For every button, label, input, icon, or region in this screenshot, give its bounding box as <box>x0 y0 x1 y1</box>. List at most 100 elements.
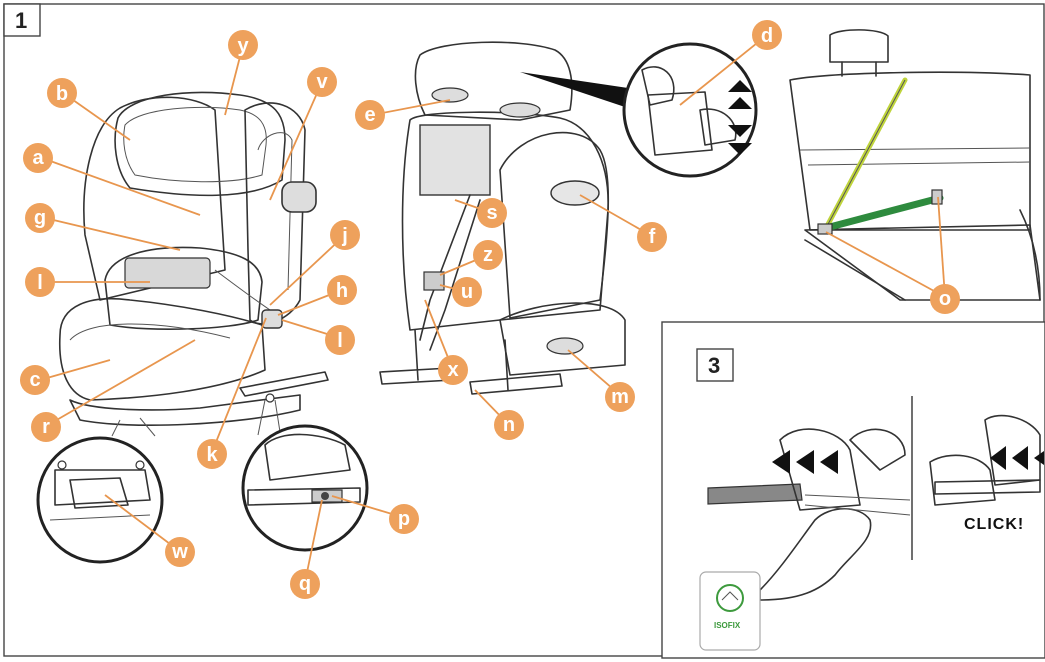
zoom-pointer <box>520 72 628 108</box>
impact-shield <box>104 246 263 330</box>
svg-text:u: u <box>461 281 473 303</box>
svg-text:y: y <box>237 35 249 57</box>
click-label: CLICK! <box>964 516 1024 533</box>
side-buckle <box>423 271 445 291</box>
push-arrow-r3 <box>1034 451 1044 465</box>
side-wing <box>244 102 306 325</box>
callout-g: g <box>25 203 55 233</box>
vehicle-backrest <box>789 71 1031 231</box>
leader-lines <box>39 34 946 583</box>
push-arrow-3 <box>820 450 838 474</box>
panel-3: 3 ISOFIX CLICK! <box>661 321 1045 659</box>
hand <box>759 508 872 601</box>
svg-text:q: q <box>299 573 311 595</box>
backrest-outline <box>83 96 226 301</box>
svg-text:r: r <box>42 416 50 438</box>
callout-b: b <box>47 78 77 108</box>
push-arrow-1 <box>772 450 790 474</box>
arrow-up-2 <box>728 97 752 109</box>
side-headrest <box>414 41 573 121</box>
side-belt-guide-top <box>431 87 469 103</box>
car-seat-front-view <box>58 91 329 426</box>
svg-text:s: s <box>486 202 497 224</box>
side-backrest-wing <box>499 131 610 319</box>
seat-cushion <box>58 297 266 401</box>
side-seat-base <box>499 302 626 376</box>
callout-j: j <box>330 220 360 250</box>
svg-text:a: a <box>32 147 44 169</box>
callout-l-1: l <box>25 267 55 297</box>
headrest-outline <box>114 91 286 197</box>
callout-e: e <box>355 100 385 130</box>
panel-3-number: 3 <box>708 353 720 378</box>
callout-s: s <box>477 198 507 228</box>
svg-text:b: b <box>56 83 68 105</box>
arrow-down-2 <box>728 143 752 155</box>
callout-f: f <box>637 222 667 252</box>
button-k <box>265 393 275 403</box>
svg-text:k: k <box>206 444 218 466</box>
side-impact-protector <box>281 181 317 213</box>
detail-circle-pq <box>241 399 369 552</box>
callouts: y b v a g j l h l c r k e f s z u x n m … <box>20 20 960 599</box>
callout-r: r <box>31 412 61 442</box>
isofix-arm-left-3 <box>707 483 803 505</box>
svg-text:g: g <box>34 207 46 229</box>
side-wing-inner <box>257 132 293 291</box>
svg-text:x: x <box>447 359 458 381</box>
vehicle-headrest <box>829 29 889 63</box>
push-arrow-r1 <box>990 446 1006 470</box>
callout-v: v <box>307 67 337 97</box>
isofix-badge-text: ISOFIX <box>714 621 741 630</box>
push-arrow-2 <box>796 450 814 474</box>
arrow-up-1 <box>728 80 752 92</box>
side-strap-2 <box>429 199 481 351</box>
callout-w: w <box>165 537 195 567</box>
panel-3-number-box <box>696 348 734 382</box>
vehicle-seat <box>789 29 1041 301</box>
isofix-point-left <box>817 223 833 235</box>
seat-base <box>69 394 301 426</box>
arrow-down-1 <box>728 125 752 137</box>
svg-text:v: v <box>316 71 328 93</box>
isofix-point-right <box>931 189 943 205</box>
svg-text:n: n <box>503 414 515 436</box>
side-leg-2 <box>504 339 509 391</box>
side-leg <box>414 329 419 381</box>
svg-text:f: f <box>649 226 656 248</box>
svg-text:d: d <box>761 25 773 47</box>
panel-1-number-box <box>3 3 41 37</box>
isofix-arm-right-3 <box>934 479 1041 495</box>
detail-circle-w <box>36 417 164 564</box>
callout-q: q <box>290 569 320 599</box>
svg-text:m: m <box>611 386 629 408</box>
shield-panel <box>124 257 211 289</box>
svg-text:e: e <box>364 104 375 126</box>
car-seat-side-view <box>379 41 626 395</box>
seat-cushion-inner <box>69 323 231 341</box>
svg-text:z: z <box>483 244 493 266</box>
callout-n: n <box>494 410 524 440</box>
callout-z: z <box>473 240 503 270</box>
svg-text:h: h <box>336 280 348 302</box>
panel-1-number: 1 <box>15 8 27 33</box>
push-arrow-r2 <box>1012 446 1028 470</box>
callout-u: u <box>452 277 482 307</box>
svg-text:c: c <box>29 369 40 391</box>
callout-k: k <box>197 439 227 469</box>
side-strap <box>419 194 471 341</box>
lap-belt <box>822 194 944 232</box>
callout-m: m <box>605 382 635 412</box>
callout-y: y <box>228 30 258 60</box>
detail-circle-d <box>520 42 758 178</box>
svg-text:l: l <box>337 330 343 352</box>
shield-strap <box>214 269 271 311</box>
belt-guide-front <box>261 309 283 329</box>
svg-text:o: o <box>939 288 951 310</box>
callout-p: p <box>389 504 419 534</box>
side-belt-guide-mid <box>499 102 541 118</box>
headrest-cushion <box>123 106 267 183</box>
svg-text:p: p <box>398 508 410 530</box>
callout-l-2: l <box>325 325 355 355</box>
